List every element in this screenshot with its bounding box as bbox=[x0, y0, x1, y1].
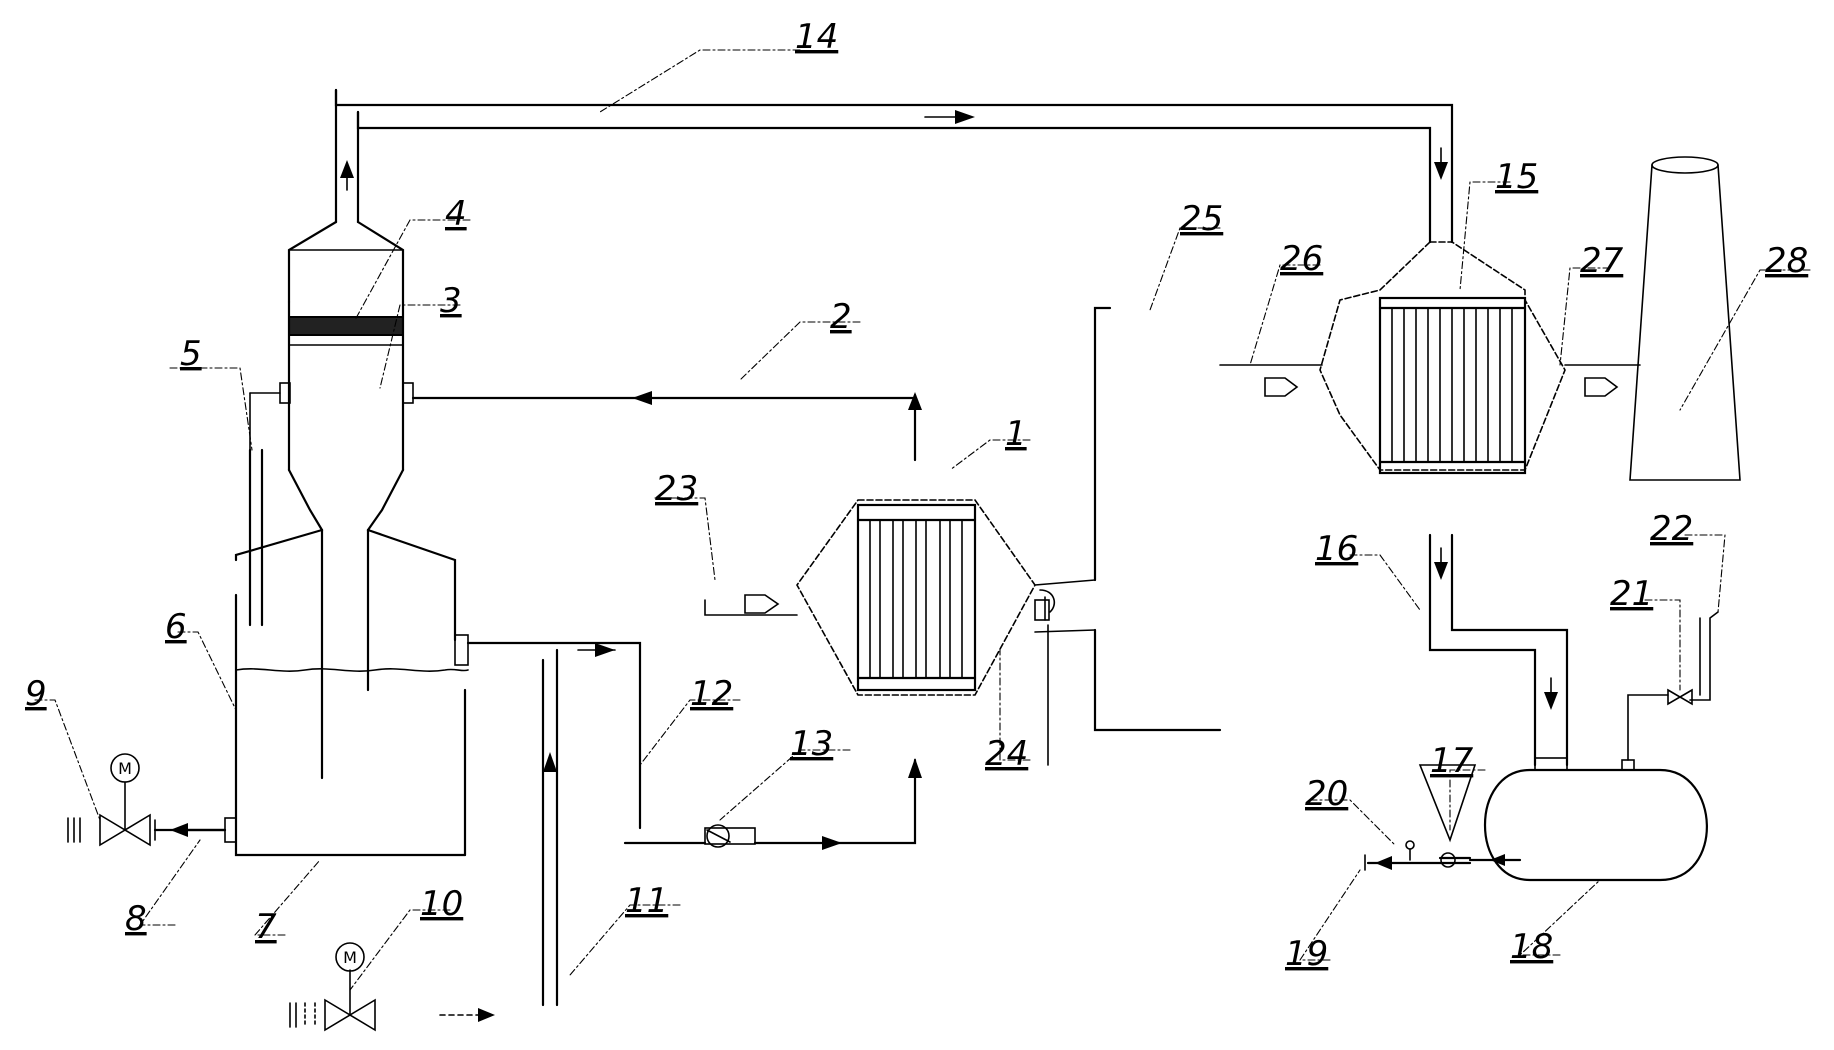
callout-20: 20 bbox=[1305, 774, 1348, 814]
heat-exchanger-15 bbox=[1219, 241, 1641, 475]
inlet-24 bbox=[1034, 306, 1222, 766]
callout-1: 1 bbox=[1005, 414, 1027, 454]
return-line-2 bbox=[411, 391, 917, 405]
outlet-23 bbox=[704, 594, 798, 616]
motor-m-10: M bbox=[343, 948, 357, 967]
callout-7: 7 bbox=[255, 907, 277, 947]
callout-6: 6 bbox=[165, 607, 187, 647]
callout-18: 18 bbox=[1510, 927, 1553, 967]
callout-25: 25 bbox=[1180, 199, 1223, 239]
callout-24: 24 bbox=[985, 734, 1028, 774]
callout-15: 15 bbox=[1495, 157, 1538, 197]
callout-3: 3 bbox=[440, 281, 462, 321]
slurry-tank bbox=[224, 448, 469, 857]
callout-8: 8 bbox=[125, 899, 147, 939]
circulation-line-12 bbox=[466, 641, 707, 845]
callout-13: 13 bbox=[790, 724, 833, 764]
callout-28: 28 bbox=[1765, 241, 1808, 281]
heat-exchanger-1 bbox=[796, 392, 1036, 696]
callout-5: 5 bbox=[180, 334, 202, 374]
demister-layer bbox=[288, 316, 404, 336]
callout-16: 16 bbox=[1315, 529, 1358, 569]
condensate-line-16 bbox=[1428, 533, 1569, 767]
callout-26: 26 bbox=[1280, 239, 1323, 279]
callout-11: 11 bbox=[625, 881, 668, 921]
callout-10: 10 bbox=[420, 884, 463, 924]
callout-12: 12 bbox=[690, 674, 733, 714]
chimney-28 bbox=[1629, 156, 1741, 481]
callout-leaders bbox=[34, 49, 1811, 991]
callout-9: 9 bbox=[25, 674, 47, 714]
motor-m-9: M bbox=[118, 759, 132, 778]
drain-line bbox=[153, 819, 227, 841]
callout-17: 17 bbox=[1430, 741, 1474, 781]
storage-vessel-18 bbox=[1483, 611, 1719, 882]
discharge-pump-17 bbox=[1364, 764, 1522, 871]
callout-19: 19 bbox=[1285, 934, 1328, 974]
callout-labels: 1 2 3 4 5 6 7 8 9 10 11 12 13 14 15 16 1… bbox=[25, 17, 1808, 974]
callout-27: 27 bbox=[1580, 241, 1624, 281]
motorized-valve-9: M bbox=[67, 753, 151, 847]
motorized-valve-10: M bbox=[289, 942, 495, 1032]
feed-line-11 bbox=[541, 648, 559, 1007]
absorption-tower bbox=[249, 88, 414, 780]
top-pipe-14 bbox=[334, 88, 1454, 244]
callout-14: 14 bbox=[795, 17, 838, 57]
callout-23: 23 bbox=[655, 469, 698, 509]
callout-21: 21 bbox=[1610, 574, 1653, 614]
callout-4: 4 bbox=[445, 194, 467, 234]
callout-2: 2 bbox=[830, 297, 852, 337]
callout-22: 22 bbox=[1650, 509, 1693, 549]
pump-13 bbox=[704, 758, 922, 850]
